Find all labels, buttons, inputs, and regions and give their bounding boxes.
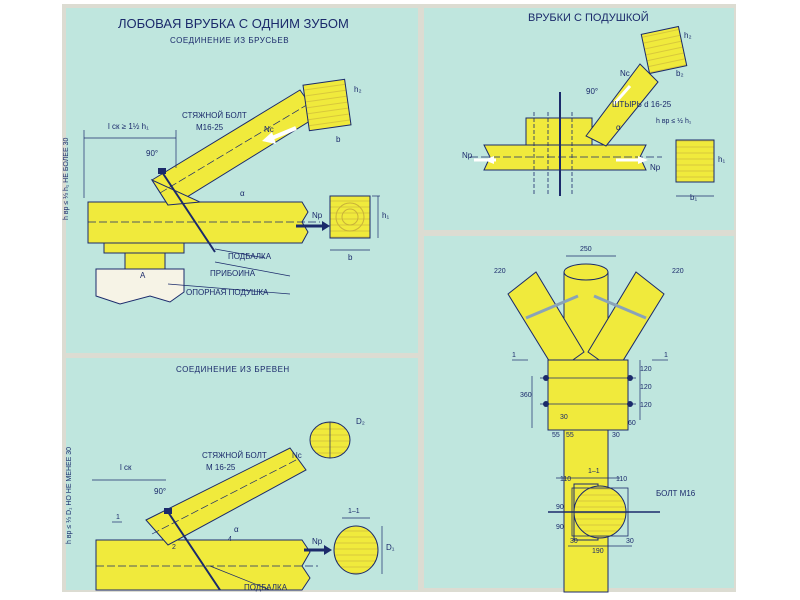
- label-priboina: ПРИБОИНА: [210, 269, 256, 278]
- dim-220-left: 220: [494, 268, 506, 275]
- dim-h2-1: h₂: [354, 85, 362, 94]
- title-frontal-notch: ЛОБОВАЯ ВРУБКА С ОДНИМ ЗУБОМ: [118, 16, 349, 31]
- angle-alpha-1: α: [240, 189, 245, 198]
- dim-30-c: 30: [570, 538, 578, 545]
- label-tie-bolt: СТЯЖНОЙ БОЛТ: [182, 111, 247, 120]
- dim-lines-node: [512, 255, 668, 547]
- pad-beam: [470, 63, 662, 196]
- dim-55-b: 55: [566, 432, 574, 439]
- dim-lines-logs: [92, 479, 271, 591]
- section-mark-logs: 1: [116, 514, 120, 521]
- mark-2: 2: [172, 544, 176, 551]
- vertical-note-1: h вр ≤ ⅓ h₁ НЕ БОЛЕЕ 30: [63, 137, 70, 220]
- log-node-section: [548, 483, 660, 541]
- dim-110-b: 110: [616, 476, 628, 483]
- section-mark-left: 1: [512, 352, 516, 359]
- force-np-left: Np: [462, 151, 473, 160]
- label-bolt-m16: БОЛТ М16: [656, 489, 696, 498]
- angle-90-1: 90°: [146, 149, 159, 158]
- dim-h1-2: h₁: [718, 155, 726, 164]
- dim-55-a: 55: [552, 432, 560, 439]
- pad-section-square: [675, 139, 715, 197]
- dim-h1-1: h₁: [382, 211, 390, 220]
- force-nc-3: Nc: [292, 451, 302, 460]
- mark-a: A: [140, 271, 146, 280]
- dim-b-1: b: [336, 135, 341, 144]
- arrow-nc-1: [262, 126, 297, 144]
- arrow-np-1: [296, 221, 330, 231]
- section-beam-square: [329, 195, 371, 239]
- dim-b1: b₁: [690, 193, 698, 202]
- label-pin: ШТЫРЬ d 16-25: [612, 100, 672, 109]
- dim-30-d: 30: [626, 538, 634, 545]
- label-bolt-size: М16-25: [196, 123, 224, 132]
- dim-d1: D₁: [386, 543, 395, 552]
- arrow-np-logs: [304, 545, 332, 555]
- log-sections: [309, 421, 383, 575]
- force-nc-1: Nc: [264, 125, 274, 134]
- vertical-note-logs: h вр ≤ ⅓ D₁ НО НЕ МЕНЕЕ 30: [66, 446, 73, 544]
- tie-bolt-1: [158, 168, 216, 253]
- subtitle-logs: СОЕДИНЕНИЕ ИЗ БРЕВЕН: [176, 365, 290, 374]
- force-np-3: Np: [312, 537, 323, 546]
- section-label-1-1: 1–1: [588, 468, 600, 475]
- section-label-logs: 1–1: [348, 508, 360, 515]
- dim-lck: l ск ≥ 1½ h₁: [108, 122, 149, 131]
- dim-b-2: b: [348, 253, 353, 262]
- dim-hvr-pad: h вр ≤ ½ h₁: [656, 118, 692, 125]
- section-rafter-square: [302, 78, 352, 132]
- force-nc-2: Nc: [620, 69, 630, 78]
- arrows-pad: [474, 85, 648, 164]
- rafter-inclined: [150, 89, 319, 206]
- dim-190: 190: [592, 548, 604, 555]
- title-pad-notch: ВРУБКИ С ПОДУШКОЙ: [528, 12, 649, 24]
- dim-110-a: 110: [560, 476, 572, 483]
- log-rafter: [145, 447, 307, 591]
- pad-section-small: [640, 25, 688, 75]
- dim-lines-1: [83, 130, 380, 295]
- dim-d2: D₂: [356, 417, 365, 426]
- dim-60: 60: [628, 420, 636, 427]
- support-pad: [95, 242, 185, 305]
- angle-alpha-2: α: [616, 123, 621, 132]
- dim-h2-2: h₂: [684, 31, 692, 40]
- label-bolt-size-logs: М 16-25: [206, 463, 236, 472]
- label-podbalka: ПОДБАЛКА: [228, 252, 272, 261]
- label-podbalka-logs: ПОДБАЛКА: [244, 583, 288, 592]
- angle-90-2: 90°: [586, 87, 599, 96]
- dim-250: 250: [580, 246, 592, 253]
- dim-120-c: 120: [640, 402, 652, 409]
- dim-lck-logs: l ск: [120, 463, 132, 472]
- angle-alpha-3: α: [234, 525, 239, 534]
- section-mark-right: 1: [664, 352, 668, 359]
- dim-30-b: 30: [612, 432, 620, 439]
- label-tie-bolt-logs: СТЯЖНОЙ БОЛТ: [202, 451, 267, 460]
- mark-4: 4: [228, 536, 232, 543]
- dim-90-a: 90: [556, 504, 564, 511]
- dim-30-a: 30: [560, 414, 568, 421]
- label-support-pad: ОПОРНАЯ ПОДУШКА: [186, 288, 269, 297]
- dim-220-right: 220: [672, 268, 684, 275]
- dim-120-b: 120: [640, 384, 652, 391]
- log-node-drawing: [507, 263, 665, 593]
- dim-90-b: 90: [556, 524, 564, 531]
- dim-120-a: 120: [640, 366, 652, 373]
- force-np-1: Np: [312, 211, 323, 220]
- angle-90-3: 90°: [154, 487, 167, 496]
- subtitle-timber: СОЕДИНЕНИЕ ИЗ БРУСЬЕВ: [170, 36, 290, 45]
- force-np-right: Np: [650, 163, 661, 172]
- dim-b2: b₂: [676, 69, 684, 78]
- dim-360: 360: [520, 392, 532, 399]
